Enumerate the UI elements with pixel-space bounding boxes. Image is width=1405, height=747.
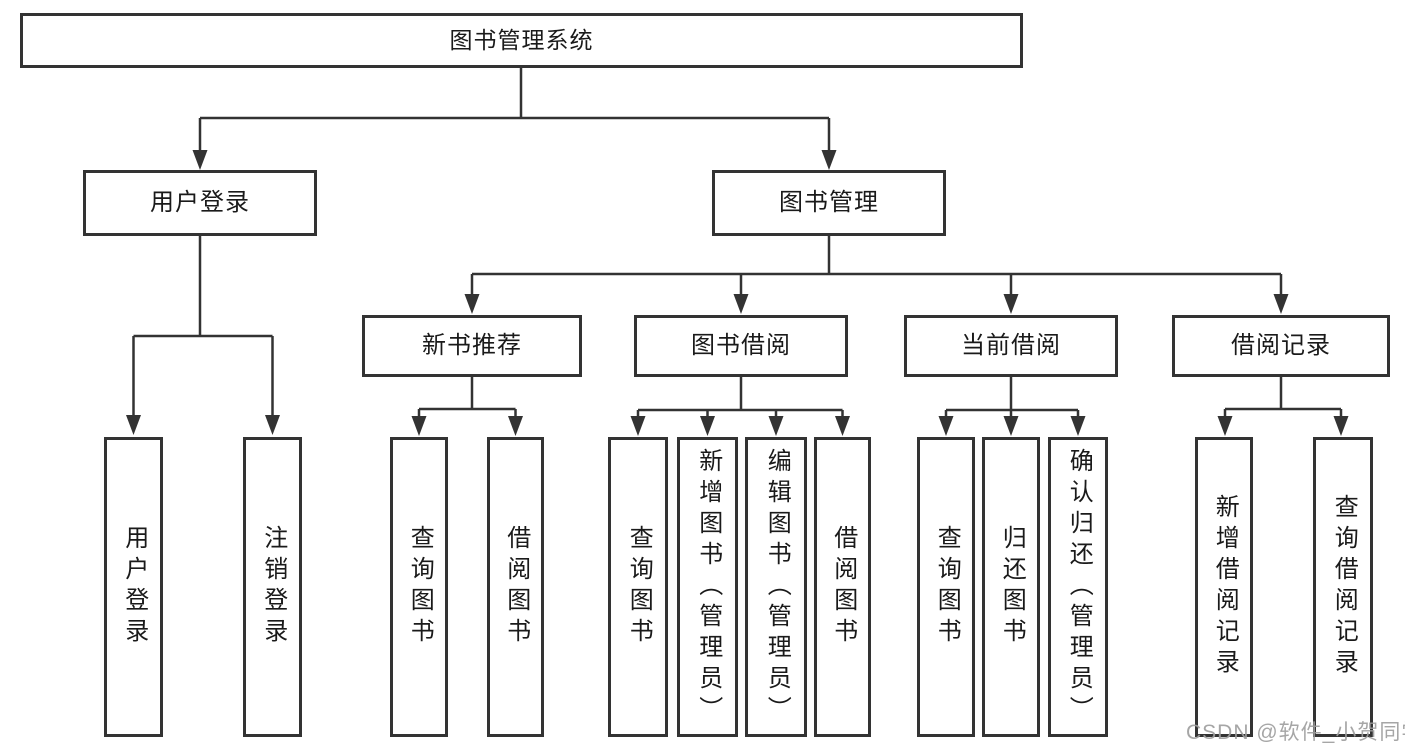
node-book-management-label: 图书管理 <box>779 189 879 216</box>
node-borrow-records-label: 借阅记录 <box>1231 332 1331 359</box>
leaf-records-query-record-label: 查询借阅记录 <box>1330 494 1358 680</box>
leaf-current-query-books-label: 查询图书 <box>933 525 961 649</box>
node-book-borrow: 图书借阅 <box>634 315 848 377</box>
leaf-records-add-record: 新增借阅记录 <box>1195 437 1253 737</box>
leaf-user-login: 用户登录 <box>104 437 163 737</box>
node-book-management: 图书管理 <box>712 170 946 236</box>
leaf-records-add-record-label: 新增借阅记录 <box>1211 494 1239 680</box>
leaf-newbook-borrow-books-label: 借阅图书 <box>502 525 530 649</box>
connector-bookborrow-to-leaves <box>636 377 844 416</box>
node-user-login: 用户登录 <box>83 170 317 236</box>
leaf-borrow-borrow-books: 借阅图书 <box>814 437 871 737</box>
leaf-logout: 注销登录 <box>243 437 302 737</box>
leaf-borrow-add-books-admin-label: 新增图书（管理员） <box>694 447 722 727</box>
node-borrow-records: 借阅记录 <box>1172 315 1390 377</box>
connector-root-to-level2 <box>198 68 831 150</box>
connector-bookmgmt-to-level3 <box>470 236 1283 294</box>
leaf-logout-label: 注销登录 <box>259 525 287 649</box>
leaf-records-query-record: 查询借阅记录 <box>1313 437 1373 737</box>
leaf-current-return-books-label: 归还图书 <box>998 525 1026 649</box>
node-new-book-recommend-label: 新书推荐 <box>422 332 522 359</box>
leaf-current-query-books: 查询图书 <box>917 437 975 737</box>
connector-userlogin-to-leaves <box>132 236 274 415</box>
leaf-newbook-query-books-label: 查询图书 <box>406 525 434 649</box>
leaf-borrow-borrow-books-label: 借阅图书 <box>829 525 857 649</box>
connector-currentborrow-to-leaves <box>944 377 1080 416</box>
node-current-borrow: 当前借阅 <box>904 315 1118 377</box>
leaf-current-confirm-return-admin-label: 确认归还（管理员） <box>1065 447 1093 727</box>
leaf-borrow-query-books: 查询图书 <box>608 437 668 737</box>
leaf-user-login-label: 用户登录 <box>120 525 148 649</box>
leaf-newbook-query-books: 查询图书 <box>390 437 448 737</box>
node-current-borrow-label: 当前借阅 <box>961 332 1061 359</box>
node-root-label: 图书管理系统 <box>449 27 594 53</box>
leaf-newbook-borrow-books: 借阅图书 <box>487 437 544 737</box>
leaf-borrow-edit-books-admin-label: 编辑图书（管理员） <box>763 447 791 727</box>
leaf-current-confirm-return-admin: 确认归还（管理员） <box>1048 437 1108 737</box>
connector-records-to-leaves <box>1223 377 1343 416</box>
node-user-login-label: 用户登录 <box>150 189 250 216</box>
node-new-book-recommend: 新书推荐 <box>362 315 582 377</box>
csdn-watermark: CSDN @软件_小贺同学 <box>1186 721 1405 744</box>
connector-newbook-to-leaves <box>417 377 517 416</box>
arrowheads <box>126 150 1349 436</box>
leaf-borrow-query-books-label: 查询图书 <box>625 525 653 649</box>
leaf-borrow-add-books-admin: 新增图书（管理员） <box>677 437 738 737</box>
node-book-borrow-label: 图书借阅 <box>691 332 791 359</box>
leaf-borrow-edit-books-admin: 编辑图书（管理员） <box>745 437 807 737</box>
leaf-current-return-books: 归还图书 <box>982 437 1040 737</box>
node-root-system: 图书管理系统 <box>20 13 1023 68</box>
